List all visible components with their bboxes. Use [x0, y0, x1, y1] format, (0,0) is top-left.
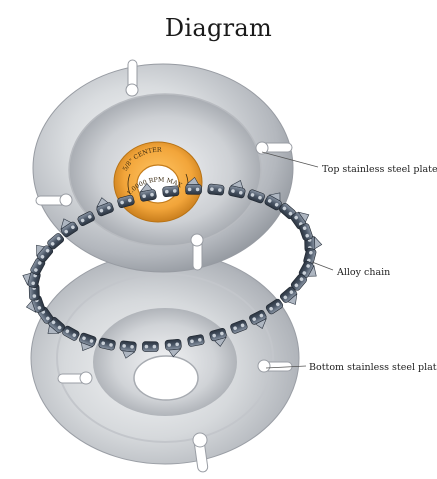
bottom-plate-label: Bottom stainless steel plate: [309, 362, 437, 373]
chain-link: [164, 338, 182, 358]
chain-link: [47, 233, 65, 250]
chain-link: [139, 182, 157, 202]
chain-link: [249, 310, 267, 329]
chain-link: [279, 286, 298, 305]
chain-link: [79, 332, 97, 351]
chain-link: [187, 334, 205, 347]
bottom-plate: [30, 251, 300, 473]
chain-link: [98, 337, 116, 351]
chain-link: [117, 194, 135, 208]
chain-link: [162, 185, 180, 198]
bottom-plate-center-hole: [133, 355, 199, 401]
top-plate-label: Top stainless steel plate: [322, 164, 437, 175]
alloy-chain: [22, 176, 323, 359]
chain-link: [142, 341, 159, 352]
chain-link: [62, 325, 80, 341]
chain-link: [185, 176, 202, 195]
chain-link: [119, 340, 137, 359]
rotation-arrow-icon: [127, 173, 131, 195]
top-plate-leader-line: [261, 151, 319, 168]
chain-link: [207, 183, 225, 196]
chain-link: [209, 328, 227, 347]
chain-link: [247, 189, 265, 204]
bottom-plate-leader-line: [265, 365, 307, 369]
chain-leader-line: [311, 261, 334, 271]
chain-link: [47, 316, 65, 334]
chain-link: [77, 211, 95, 226]
chain-label: Alloy chain: [336, 267, 390, 278]
chain-link: [265, 298, 284, 315]
chain-link: [228, 179, 246, 199]
chain-link: [264, 192, 282, 211]
chain-link: [230, 319, 248, 334]
chain-link: [60, 218, 79, 238]
chain-link: [96, 197, 114, 217]
diagram-title: Diagram: [164, 14, 273, 42]
chain-link: [299, 223, 313, 241]
center-hub: 5/8" CENTER 1.0000 RPM MAX: [113, 141, 203, 223]
